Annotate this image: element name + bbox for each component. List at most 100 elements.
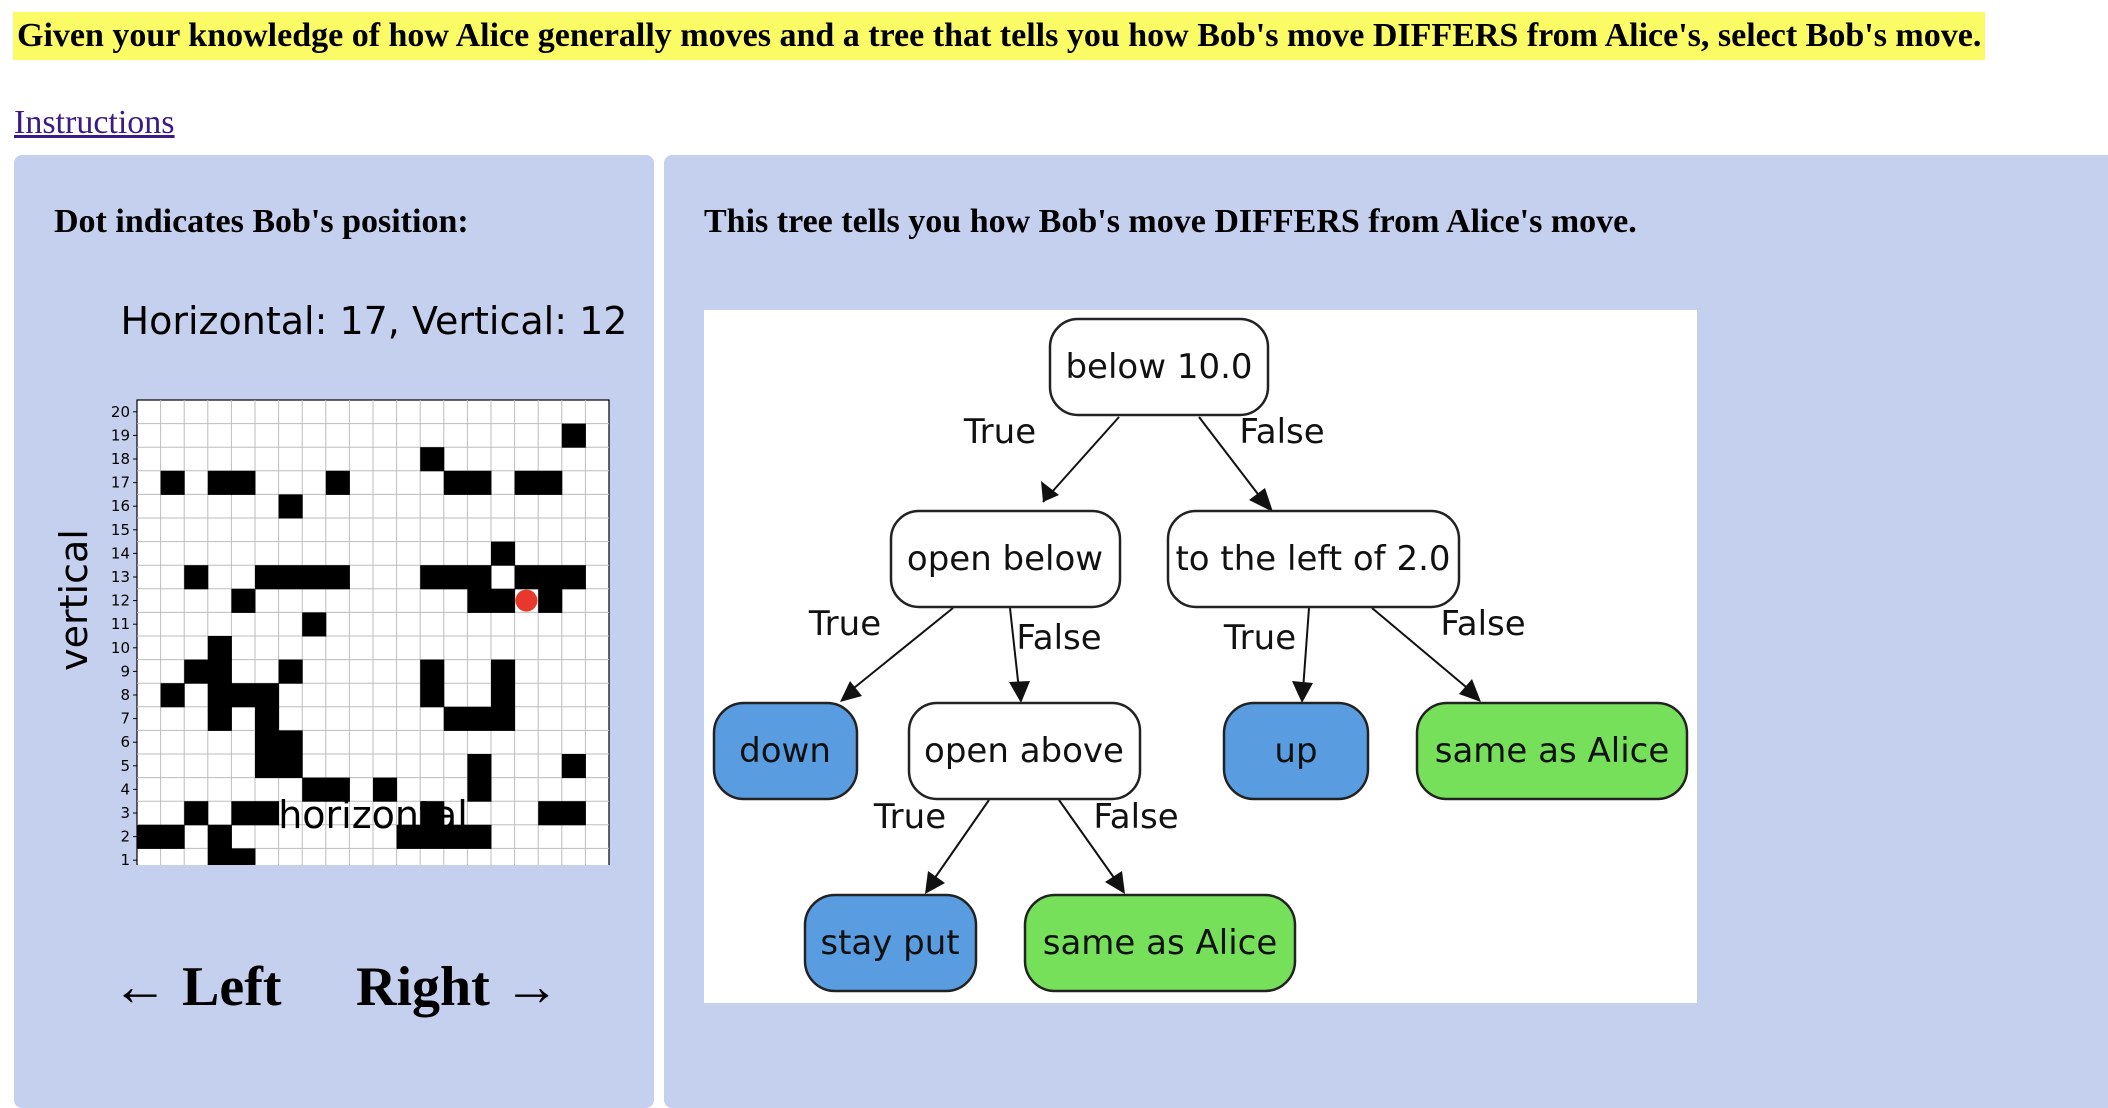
wall-cell (420, 565, 445, 590)
node-down: down (712, 701, 859, 801)
wall-cell (231, 683, 256, 708)
node-same-as-alice-1-label: same as Alice (1435, 731, 1670, 771)
y-tick-label: 9 (120, 662, 130, 680)
instructions-link[interactable]: Instructions (14, 104, 175, 141)
wall-cell (255, 730, 280, 755)
node-up-box (1222, 701, 1370, 801)
node-same-as-alice-2-box (1023, 893, 1297, 993)
wall-cell (137, 824, 162, 849)
wall-cell (184, 659, 209, 684)
wall-cell (255, 683, 280, 708)
node-same-as-alice-2-label: same as Alice (1043, 923, 1278, 963)
node-left-of-label: to the left of 2.0 (1175, 539, 1450, 579)
edge-label-root-true: True (963, 412, 1036, 452)
edge-oa-false (1058, 799, 1118, 883)
wall-cell (514, 565, 539, 590)
edge-ob-false-arrowhead (1009, 681, 1030, 703)
y-tick-label: 1 (120, 851, 130, 865)
wall-cell (467, 470, 492, 495)
tree-edges (840, 416, 1481, 894)
wall-cell (278, 565, 303, 590)
wall-cell (561, 565, 586, 590)
edge-ob-true (848, 607, 954, 693)
node-down-label: down (739, 731, 831, 771)
y-tick-label: 19 (111, 426, 130, 444)
wall-cell (538, 588, 563, 613)
wall-cell (420, 447, 445, 472)
node-stay-put: stay put (803, 893, 978, 993)
wall-cell (561, 801, 586, 826)
edge-label-root-false: False (1239, 412, 1324, 452)
node-open-below: open below (889, 509, 1122, 609)
wall-cell (207, 824, 232, 849)
wall-cell (467, 754, 492, 779)
wall-cell (255, 754, 280, 779)
y-tick-label: 16 (111, 497, 130, 515)
y-tick-label: 8 (120, 686, 130, 704)
wall-cell (491, 683, 516, 708)
bob-position-dot (515, 589, 538, 612)
left-button[interactable]: ← Left (112, 956, 282, 1018)
node-root-label: below 10.0 (1065, 347, 1252, 387)
position-heading: Dot indicates Bob's position: (54, 203, 469, 240)
edge-root-true (1042, 416, 1120, 503)
edge-root-false (1198, 416, 1265, 503)
node-open-above: open above (907, 701, 1142, 801)
node-same-as-alice-1: same as Alice (1415, 701, 1689, 801)
y-tick-label: 13 (111, 568, 130, 586)
wall-cell (396, 824, 421, 849)
right-button[interactable]: Right → (356, 956, 560, 1018)
y-tick-label: 7 (120, 710, 130, 728)
decision-tree: .edge { stroke:#111; stroke-width:2; fil… (704, 310, 1697, 1003)
node-open-above-label: open above (924, 731, 1124, 771)
edge-label-ob-false: False (1016, 618, 1101, 658)
wall-cell (420, 659, 445, 684)
wall-cell (325, 777, 350, 802)
tree-panel: This tree tells you how Bob's move DIFFE… (664, 155, 2108, 1108)
edge-root-true-arrowhead (1041, 481, 1059, 502)
wall-cell (255, 801, 280, 826)
wall-cell (514, 470, 539, 495)
edge-lo-false (1371, 607, 1473, 693)
wall-cell (325, 470, 350, 495)
node-open-below-box (889, 509, 1122, 609)
wall-cell (231, 470, 256, 495)
wall-cell (561, 423, 586, 448)
y-tick-label: 6 (120, 733, 130, 751)
wall-cell (207, 470, 232, 495)
wall-cell (443, 824, 468, 849)
wall-cell (420, 801, 445, 826)
wall-cell (467, 706, 492, 731)
wall-cell (231, 801, 256, 826)
wall-cell (538, 801, 563, 826)
edge-label-oa-false: False (1093, 797, 1178, 837)
node-up-label: up (1274, 731, 1317, 771)
edge-ob-true-arrowhead (840, 681, 862, 702)
node-left-of: to the left of 2.0 (1166, 509, 1461, 609)
y-tick-label: 2 (120, 828, 130, 846)
wall-cell (255, 706, 280, 731)
y-tick-label: 18 (111, 450, 130, 468)
wall-cell (325, 565, 350, 590)
node-up: up (1222, 701, 1370, 801)
wall-cell (302, 612, 327, 637)
wall-cell (278, 494, 303, 519)
wall-cell (278, 659, 303, 684)
node-open-below-label: open below (907, 539, 1103, 579)
wall-cell (160, 683, 185, 708)
node-root: below 10.0 (1048, 317, 1270, 417)
node-same-as-alice-1-box (1415, 701, 1689, 801)
wall-cell (491, 706, 516, 731)
wall-cell (278, 730, 303, 755)
wall-cell (302, 777, 327, 802)
node-root-box (1048, 317, 1270, 417)
wall-cell (302, 565, 327, 590)
y-tick-label: 17 (111, 474, 130, 492)
wall-cell (184, 801, 209, 826)
plot-title: Horizontal: 17, Vertical: 12 (121, 299, 628, 343)
edge-label-oa-true: True (873, 797, 946, 837)
wall-cell (467, 588, 492, 613)
wall-cell (160, 470, 185, 495)
wall-cell (207, 848, 232, 865)
position-panel: Dot indicates Bob's position: Horizontal… (14, 155, 654, 1108)
